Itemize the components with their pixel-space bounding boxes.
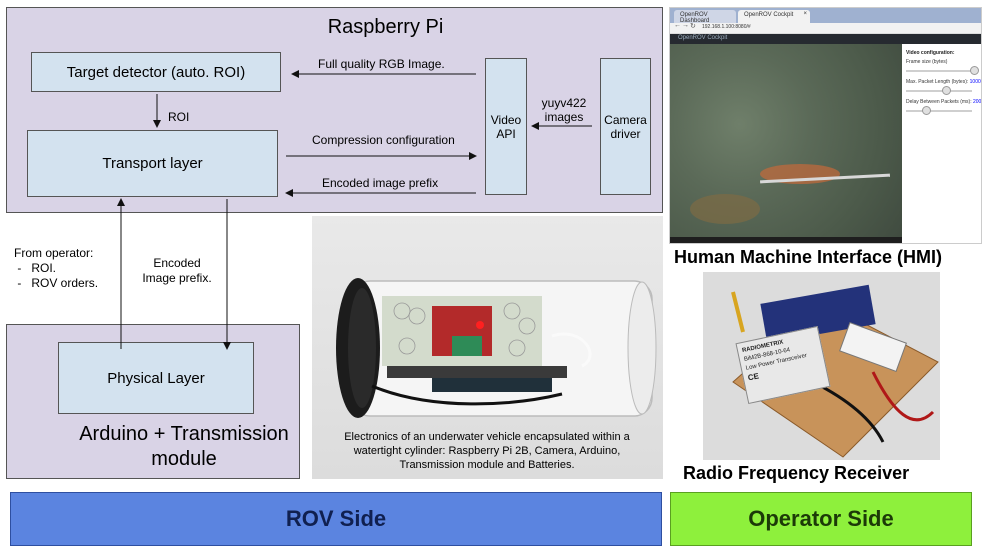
radio-receiver-photo: RADIOMETRIX BiM2B-868-10-64 Low Power Tr… [703, 272, 940, 460]
from-operator-item: - ROV orders. [14, 276, 99, 290]
slider-frame-size[interactable] [970, 66, 979, 75]
video-config-title: Video configuration: [906, 50, 955, 56]
raspberry-pi-title: Raspberry Pi [327, 16, 444, 38]
cockpit-app-name: OpenROV Cockpit [678, 35, 728, 41]
encoded-prefix-label: Encoded image prefix [322, 176, 439, 190]
roi-label: ROI [168, 110, 190, 124]
tab-dashboard[interactable]: OpenROV Dashboard [674, 10, 736, 24]
video-config-panel: Video configuration: Frame size (bytes) … [902, 44, 982, 243]
compression-label: Compression configuration [312, 133, 455, 147]
url-input[interactable]: 192.168.1.100:8080/# [702, 24, 751, 30]
tab-cockpit[interactable]: OpenROV Cockpit× [738, 10, 810, 23]
forward-icon[interactable]: → [682, 22, 689, 29]
hmi-caption: Human Machine Interface (HMI) [674, 247, 943, 267]
photo-caption: Electronics of an underwater vehicle enc… [344, 431, 630, 471]
arduino-title: Arduino + Transmission module [79, 423, 289, 470]
transport-layer-box: Transport layer [27, 130, 278, 197]
back-icon[interactable]: ← [674, 22, 681, 29]
camera-driver-box: Camera driver [600, 58, 651, 195]
camera-feed [670, 44, 902, 243]
rov-side-label: ROV Side [285, 506, 387, 531]
transport-layer-label: Transport layer [102, 155, 203, 172]
radio-caption: Radio Frequency Receiver [683, 463, 910, 483]
hmi-screenshot: OpenROV Dashboard OpenROV Cockpit× ← → ↻… [669, 7, 982, 244]
slider-frame-size-label: Frame size (bytes) [906, 59, 948, 65]
from-operator-item: - ROI. [14, 261, 57, 275]
rov-electronics-photo: Electronics of an underwater vehicle enc… [312, 216, 663, 479]
yuyv-label: yuyv422 images [541, 96, 587, 124]
target-detector-box: Target detector (auto. ROI) [31, 52, 281, 92]
tab-close-icon[interactable]: × [803, 11, 807, 17]
cockpit-header: OpenROV Cockpit [670, 34, 981, 44]
slider-delay-label: Delay Between Packets (ms): 200 [906, 99, 982, 105]
reload-icon[interactable]: ↻ [690, 23, 696, 30]
cylinder-illustration [336, 278, 657, 418]
slider-packet-length-label: Max. Packet Length (bytes): 1000 [906, 79, 981, 85]
rov-side-bar: ROV Side [10, 492, 662, 546]
slider-delay[interactable] [922, 106, 931, 115]
from-operator-title: From operator: [14, 246, 94, 260]
browser-addressbar: ← → ↻ 192.168.1.100:8080/# [670, 22, 981, 34]
video-api-box: Video API [485, 58, 527, 195]
browser-tabbar: OpenROV Dashboard OpenROV Cockpit× [670, 8, 981, 24]
encoded-image-prefix-note: Encoded Image prefix. [142, 256, 212, 285]
operator-side-bar: Operator Side [670, 492, 972, 546]
slider-packet-length[interactable] [942, 86, 951, 95]
physical-layer-label: Physical Layer [107, 369, 205, 387]
camera-driver-label: Camera driver [604, 112, 647, 141]
video-timeline[interactable] [670, 237, 902, 243]
from-operator-note: From operator: - ROI. - ROV orders. [14, 246, 98, 291]
full-quality-label: Full quality RGB Image. [318, 57, 445, 71]
video-api-label: Video API [490, 112, 522, 141]
target-detector-label: Target detector (auto. ROI) [66, 63, 246, 81]
physical-layer-box: Physical Layer [58, 342, 254, 414]
operator-side-label: Operator Side [748, 506, 894, 531]
